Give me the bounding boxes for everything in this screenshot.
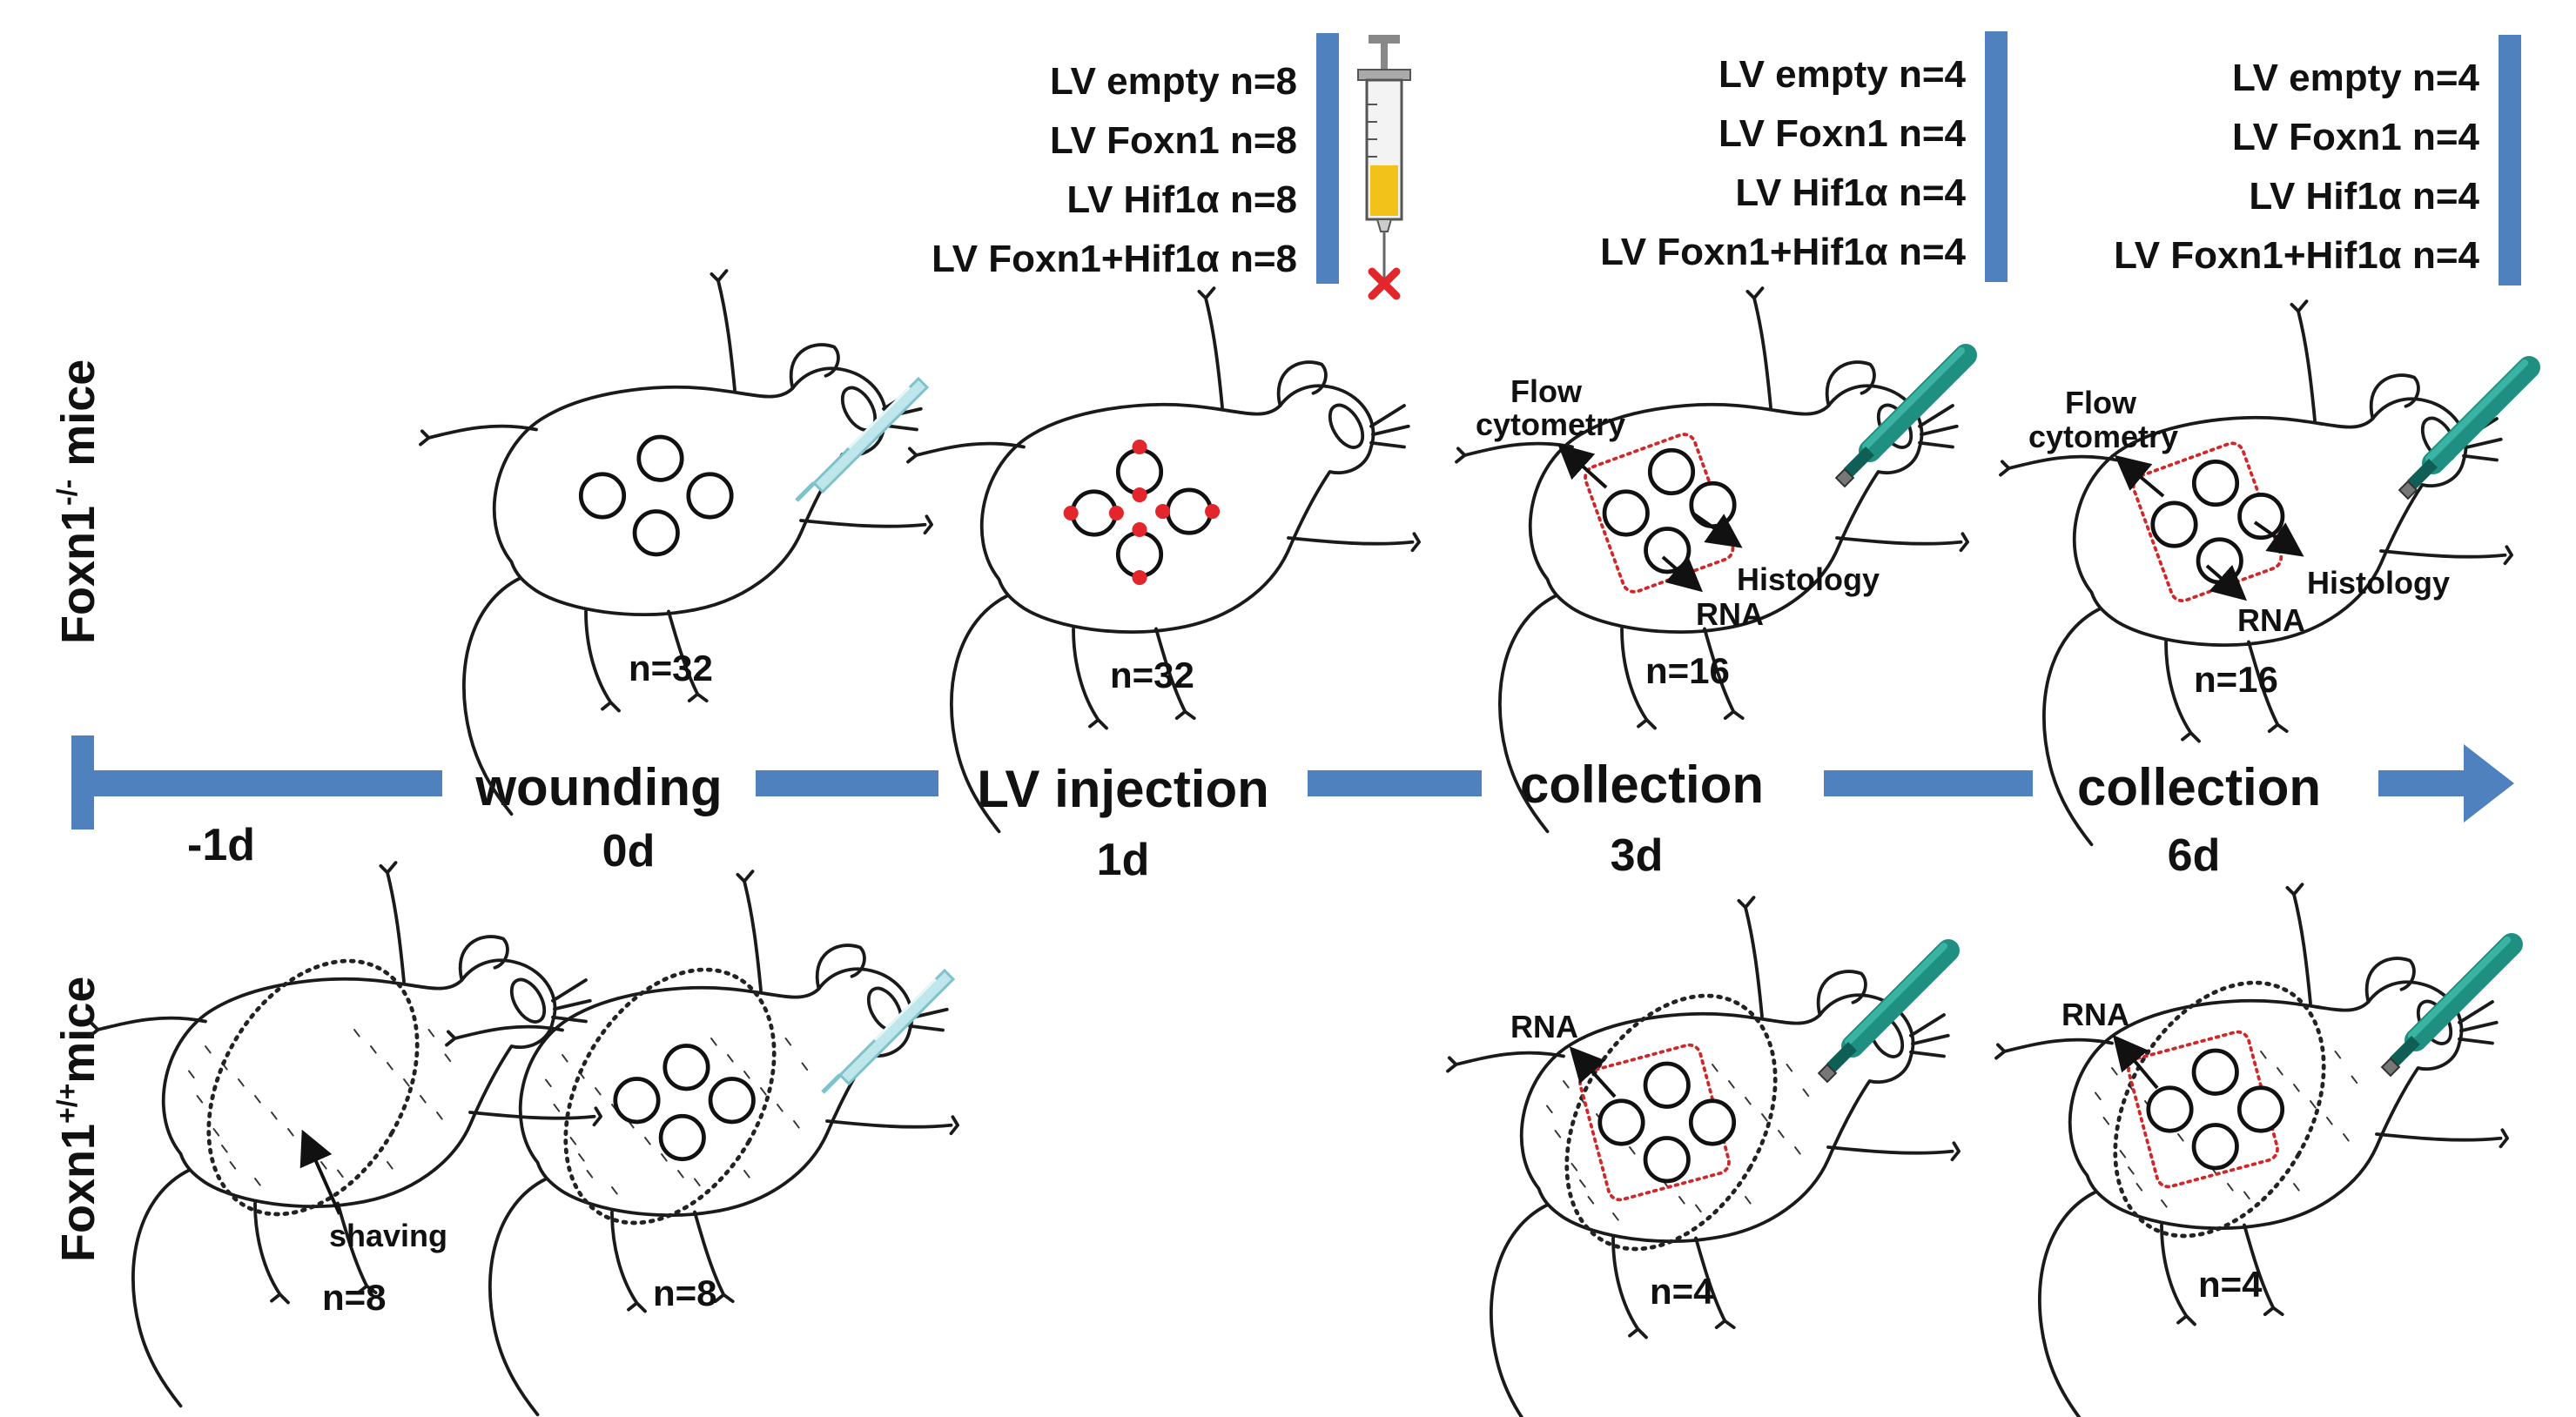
mouse-bottom-collection-3d — [1446, 896, 1961, 1417]
group-3-line-1: LV empty n=4 — [2232, 57, 2480, 99]
stage-label-lv-injection: LV injection — [977, 760, 1269, 818]
n-top-collection-3d: n=16 — [1645, 650, 1730, 691]
group-3-line-4: LV Foxn1+Hif1α n=4 — [2114, 234, 2479, 277]
mouse-top-injection — [906, 286, 1421, 834]
svg-text:Foxn1-/- mice: Foxn1-/- mice — [51, 359, 104, 644]
day-label-6: 6d — [2168, 830, 2221, 881]
stage-label-collection-6d: collection — [2077, 758, 2321, 816]
timeline-segment-4 — [1824, 770, 2033, 796]
annotation-rna-3d: RNA — [1696, 596, 1764, 632]
group-2-line-2: LV Foxn1 n=4 — [1718, 112, 1967, 155]
annotation-flow-3d: Flow — [1510, 373, 1583, 409]
group-1-line-3: LV Hif1α n=8 — [1066, 178, 1297, 221]
group-3-bracket — [2499, 35, 2521, 285]
n-top-injection: n=32 — [1110, 655, 1194, 695]
annotation-rna-bottom-6d: RNA — [2061, 997, 2129, 1032]
annotation-shaving: shaving — [329, 1218, 447, 1253]
annotation-flow-6d: Flow — [2065, 385, 2137, 420]
group-3-line-3: LV Hif1α n=4 — [2249, 175, 2479, 218]
group-2-line-3: LV Hif1α n=4 — [1735, 171, 1966, 214]
n-bottom-collection-6d: n=4 — [2198, 1264, 2263, 1305]
group-2-line-1: LV empty n=4 — [1718, 53, 1967, 96]
group-2-bracket — [1985, 31, 2008, 282]
group-1-line-4: LV Foxn1+Hif1α n=8 — [932, 238, 1297, 280]
annotation-cytometry-3d: cytometry — [1476, 406, 1625, 442]
injection-marks — [1063, 439, 1221, 586]
stage-label-collection-3d: collection — [1520, 756, 1764, 814]
group-1-line-1: LV empty n=8 — [1050, 60, 1297, 103]
annotation-rna-6d: RNA — [2237, 602, 2305, 638]
day-label-1: 1d — [1097, 835, 1150, 885]
timeline-segment-2 — [756, 770, 938, 796]
annotation-histology-6d: Histology — [2307, 565, 2450, 601]
group-block-2: LV empty n=4 LV Foxn1 n=4 LV Hif1α n=4 L… — [1600, 31, 2008, 282]
n-top-collection-6d: n=16 — [2194, 659, 2278, 700]
mouse-bottom-shaving — [88, 861, 603, 1408]
mouse-bottom-collection-6d — [1994, 883, 2510, 1417]
svg-text:Foxn1+/+mice: Foxn1+/+mice — [51, 977, 104, 1262]
biopsy-punch-icon — [2382, 940, 2512, 1076]
n-bottom-collection-3d: n=4 — [1650, 1271, 1714, 1312]
syringe-icon — [1357, 35, 1411, 300]
pipette-icon — [797, 379, 927, 500]
day-label-minus1: -1d — [187, 820, 255, 870]
annotation-cytometry-6d: cytometry — [2028, 419, 2178, 454]
stage-label-wounding: wounding — [474, 758, 722, 816]
timeline-segment-1 — [94, 770, 442, 796]
n-bottom-wounding: n=8 — [653, 1273, 717, 1313]
mouse-top-collection-6d — [1999, 299, 2514, 847]
row-label-top: Foxn1-/- mice — [51, 359, 104, 644]
n-bottom-shaving: n=8 — [322, 1277, 387, 1318]
biopsy-punch-icon — [1819, 946, 1948, 1082]
n-top-wounding: n=32 — [629, 648, 713, 688]
group-1-line-2: LV Foxn1 n=8 — [1050, 119, 1297, 162]
annotation-rna-bottom-3d: RNA — [1510, 1009, 1578, 1044]
group-2-line-4: LV Foxn1+Hif1α n=4 — [1600, 231, 1966, 273]
timeline: wounding LV injection collection collect… — [71, 735, 2514, 885]
group-block-1: LV empty n=8 LV Foxn1 n=8 LV Hif1α n=8 L… — [932, 33, 1339, 284]
timeline-arrow — [2378, 744, 2514, 823]
pipette-icon — [823, 970, 953, 1092]
mouse-top-wounding — [419, 269, 933, 816]
timeline-start-bar — [71, 735, 94, 829]
group-block-3: LV empty n=4 LV Foxn1 n=4 LV Hif1α n=4 L… — [2114, 35, 2521, 285]
annotation-histology-3d: Histology — [1737, 561, 1880, 597]
mouse-bottom-wounding — [445, 870, 959, 1417]
row-label-bottom: Foxn1+/+mice — [51, 977, 104, 1262]
day-label-0: 0d — [602, 826, 656, 876]
day-label-3: 3d — [1611, 830, 1664, 881]
group-1-bracket — [1316, 33, 1339, 284]
timeline-segment-3 — [1308, 770, 1482, 796]
mouse-top-collection-3d — [1455, 286, 1970, 834]
group-3-line-2: LV Foxn1 n=4 — [2232, 116, 2480, 158]
biopsy-punch-icon — [1836, 351, 1966, 487]
